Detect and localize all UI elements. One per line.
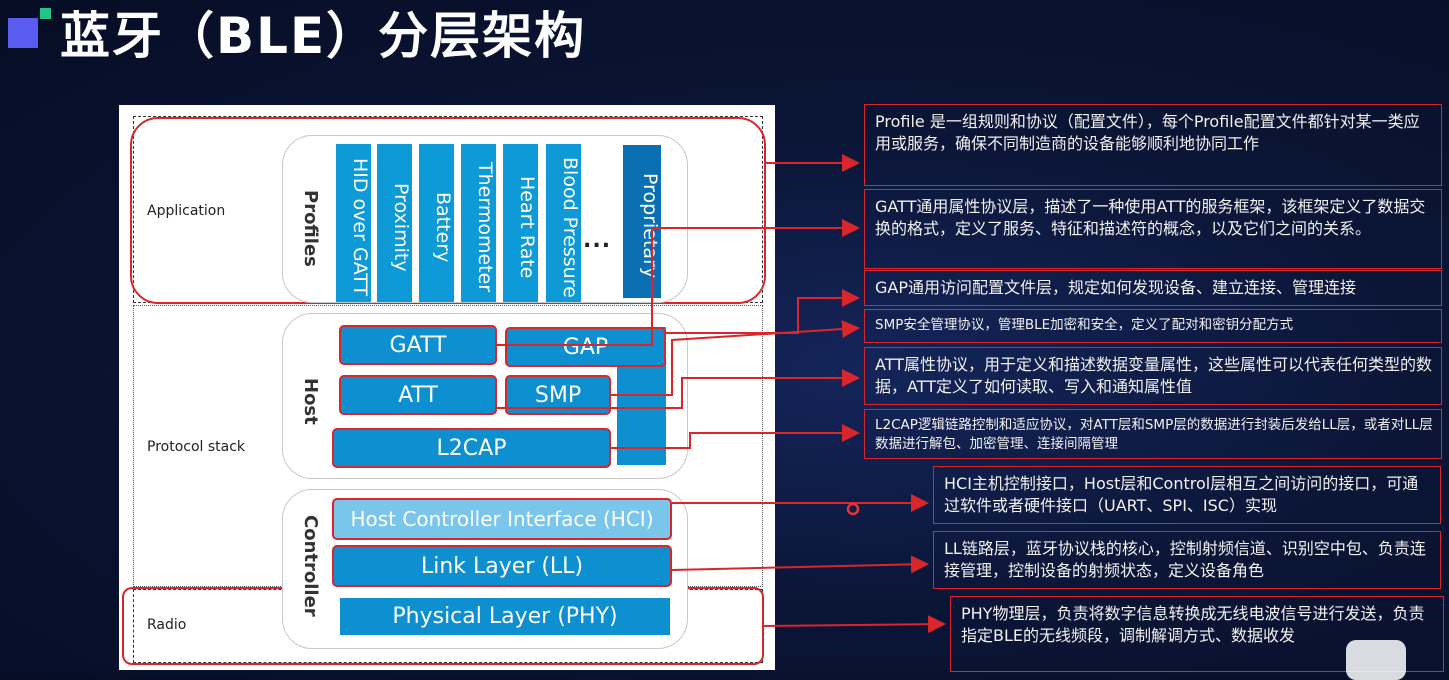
logo-accent-square-icon bbox=[40, 8, 51, 19]
l2cap-layer: L2CAP bbox=[332, 428, 611, 468]
application-highlight bbox=[130, 117, 766, 304]
desc-l2cap: L2CAP逻辑链路控制和适应协议，对ATT层和SMP层的数据进行封装后发给LL层… bbox=[864, 409, 1442, 459]
desc-att: ATT属性协议，用于定义和描述数据变量属性，这些属性可以代表任何类型的数据，AT… bbox=[864, 347, 1442, 405]
profiles-ellipsis: ... bbox=[583, 228, 612, 253]
physical-layer: Physical Layer (PHY) bbox=[340, 598, 670, 635]
profile-proximity: Proximity bbox=[377, 144, 412, 302]
watermark-logo-icon bbox=[1346, 640, 1406, 680]
page-title: 蓝牙（BLE）分层架构 bbox=[60, 7, 587, 65]
desc-hci: HCI主机控制接口，Host层和Control层相互之间访问的接口，可通过软件或… bbox=[933, 466, 1441, 524]
profile-heart-rate: Heart Rate bbox=[503, 144, 538, 302]
link-layer: Link Layer (LL) bbox=[332, 545, 672, 587]
desc-phy: PHY物理层，负责将数字信息转换成无线电波信号进行发送，负责指定BLE的无线频段… bbox=[950, 596, 1444, 672]
gatt-layer: GATT bbox=[339, 325, 497, 365]
hci-layer: Host Controller Interface (HCI) bbox=[332, 498, 672, 540]
desc-gap: GAP通用访问配置文件层，规定如何发现设备、建立连接、管理连接 bbox=[864, 270, 1442, 306]
desc-smp: SMP安全管理协议，管理BLE加密和安全，定义了配对和密钥分配方式 bbox=[864, 309, 1442, 343]
profile-thermometer: Thermometer bbox=[461, 144, 496, 302]
cursor-ring-icon bbox=[846, 502, 860, 516]
att-layer: ATT bbox=[339, 375, 497, 415]
gap-layer: GAP bbox=[505, 327, 666, 367]
profile-proprietary: Proprietary bbox=[623, 145, 661, 298]
desc-gatt: GATT通用属性协议层，描述了一种使用ATT的服务框架，该框架定义了数据交换的格… bbox=[864, 189, 1442, 269]
smp-layer: SMP bbox=[505, 375, 611, 415]
logo-square-icon bbox=[8, 18, 38, 48]
arrow-phy bbox=[763, 615, 946, 634]
host-label: Host bbox=[300, 378, 321, 425]
radio-label: Radio bbox=[147, 617, 187, 633]
desc-ll: LL链路层，蓝牙协议栈的核心，控制射频信道、识别空中包、负责连接管理，控制设备的… bbox=[933, 531, 1441, 589]
profiles-label: Profiles bbox=[300, 190, 321, 267]
profile-battery: Battery bbox=[419, 144, 454, 302]
profile-blood-pressure: Blood Pressure bbox=[546, 144, 581, 302]
protocol-stack-label: Protocol stack bbox=[147, 439, 246, 455]
profile-hid-over-gatt: HID over GATT bbox=[336, 144, 371, 302]
controller-label: Controller bbox=[300, 515, 321, 617]
application-label: Application bbox=[147, 203, 226, 219]
desc-profile: Profile 是一组规则和协议（配置文件），每个Profile配置文件都针对某… bbox=[864, 104, 1442, 186]
